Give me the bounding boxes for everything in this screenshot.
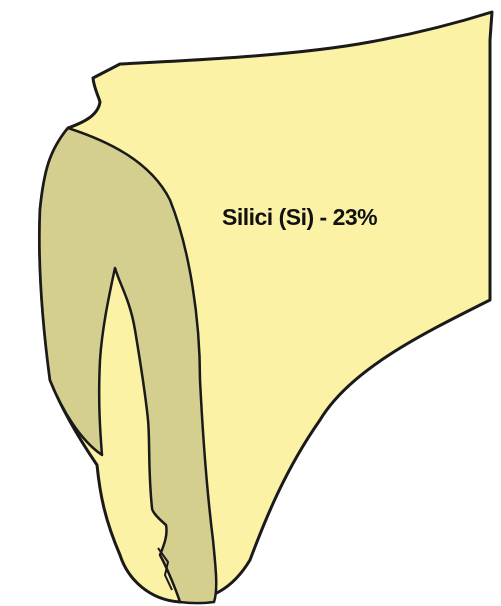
region-label: Silici (Si) - 23% [222,204,377,230]
